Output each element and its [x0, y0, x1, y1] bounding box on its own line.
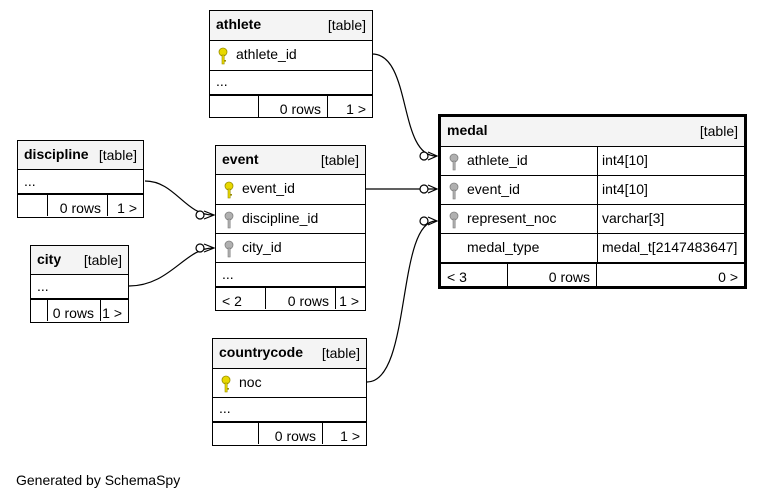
table-name: athlete — [216, 16, 262, 32]
edge-athlete-medal-crowsfoot — [427, 151, 439, 161]
table-kind: [table] — [98, 147, 137, 163]
column-name: noc — [239, 374, 262, 390]
column-type: int4[10] — [602, 181, 648, 197]
table-footer: < 2 0 rows 1 > — [216, 287, 365, 309]
countrycode-table[interactable]: countrycode [table] noc ... 0 rows 1 > — [212, 338, 367, 446]
foreign-key-icon — [449, 153, 459, 171]
table-footer: 0 rows 1 > — [31, 299, 128, 321]
column-name: athlete_id — [467, 152, 528, 168]
table-kind: [table] — [83, 252, 122, 268]
table-header: event [table] — [216, 146, 365, 175]
children-count: 0 > — [718, 269, 738, 285]
edge-discipline-event — [144, 180, 214, 216]
table-name: countrycode — [219, 344, 304, 360]
children-count: 1 > — [117, 200, 137, 216]
more-columns-row: ... — [31, 275, 128, 299]
column-name: event_id — [467, 181, 520, 197]
column-name: event_id — [242, 180, 295, 196]
row-count: 0 rows — [274, 428, 316, 444]
table-header: athlete [table] — [210, 11, 372, 41]
column-row-event-id[interactable]: event_id int4[10] — [441, 176, 744, 205]
edge-countrycode-medal — [366, 220, 437, 383]
table-kind: [table] — [321, 345, 360, 361]
table-kind: [table] — [320, 152, 359, 168]
edge-city-event-crowsfoot — [203, 243, 216, 253]
city-table[interactable]: city [table] ... 0 rows 1 > — [30, 245, 129, 323]
column-type: int4[10] — [602, 152, 648, 168]
edge-discipline-event-crowsfoot — [203, 210, 216, 220]
more-columns-row: ... — [213, 398, 366, 422]
table-footer: 0 rows 1 > — [213, 422, 366, 444]
athlete-table[interactable]: athlete [table] athlete_id ... 0 rows 1 … — [209, 10, 373, 118]
row-count: 0 rows — [548, 269, 590, 285]
parents-count: < 3 — [447, 269, 467, 285]
edge-countrycode-medal-optional — [419, 216, 429, 226]
table-header: countrycode [table] — [213, 339, 366, 369]
row-count: 0 rows — [279, 101, 321, 117]
parents-count: < 2 — [222, 293, 242, 309]
column-row-athlete-id[interactable]: athlete_id int4[10] — [441, 147, 744, 176]
column-type: medal_t[2147483647] — [602, 239, 738, 255]
discipline-table[interactable]: discipline [table] ... 0 rows 1 > — [17, 140, 144, 218]
more-columns-row: ... — [216, 263, 365, 287]
table-kind: [table] — [699, 123, 738, 139]
children-count: 1 > — [340, 428, 360, 444]
edge-athlete-medal-optional — [419, 151, 429, 161]
column-row-medal-type[interactable]: medal_type medal_t[2147483647] — [441, 234, 744, 263]
column-name: medal_type — [467, 239, 540, 255]
edge-city-event — [128, 247, 214, 287]
table-kind: [table] — [327, 17, 366, 33]
row-count: 0 rows — [287, 293, 329, 309]
primary-key-icon — [218, 47, 228, 65]
column-row-event-id[interactable]: event_id — [216, 175, 365, 205]
table-footer: 0 rows 1 > — [210, 95, 372, 117]
children-count: 1 > — [346, 101, 366, 117]
edge-athlete-medal — [371, 53, 437, 157]
table-footer: < 3 0 rows 0 > — [441, 263, 744, 286]
edge-countrycode-medal-crowsfoot — [427, 216, 439, 226]
table-header: discipline [table] — [18, 141, 143, 170]
column-row-represent-noc[interactable]: represent_noc varchar[3] — [441, 205, 744, 234]
column-name: city_id — [242, 239, 282, 255]
foreign-key-icon — [449, 211, 459, 229]
table-name: medal — [447, 122, 488, 138]
table-header: medal [table] — [441, 117, 744, 147]
row-count: 0 rows — [59, 200, 101, 216]
foreign-key-icon — [224, 240, 234, 258]
column-name: discipline_id — [242, 210, 319, 226]
table-header: city [table] — [31, 246, 128, 275]
generator-credit: Generated by SchemaSpy — [16, 472, 181, 488]
edge-discipline-event-optional — [195, 210, 205, 220]
edge-event-medal-crowsfoot — [427, 184, 439, 194]
column-row-city-id[interactable]: city_id — [216, 234, 365, 263]
column-row-noc[interactable]: noc — [213, 369, 366, 398]
event-table[interactable]: event [table] event_id discipline_id cit… — [215, 145, 366, 311]
column-type: varchar[3] — [602, 210, 665, 226]
table-footer: 0 rows 1 > — [18, 194, 143, 216]
medal-table[interactable]: medal [table] athlete_id int4[10] event_… — [438, 114, 747, 289]
edge-city-event-optional — [195, 243, 205, 253]
column-row-athlete-id[interactable]: athlete_id — [210, 41, 372, 71]
column-name: represent_noc — [467, 210, 557, 226]
foreign-key-icon — [449, 182, 459, 200]
column-row-discipline-id[interactable]: discipline_id — [216, 205, 365, 234]
edge-event-medal-optional — [419, 184, 429, 194]
table-name: discipline — [24, 146, 89, 162]
children-count: 1 > — [102, 305, 122, 321]
children-count: 1 > — [339, 293, 359, 309]
more-columns-row: ... — [210, 71, 372, 95]
table-name: city — [37, 251, 62, 267]
row-count: 0 rows — [52, 305, 94, 321]
table-name: event — [222, 151, 259, 167]
primary-key-icon — [221, 375, 231, 393]
foreign-key-icon — [224, 211, 234, 229]
column-name: athlete_id — [236, 46, 297, 62]
primary-key-icon — [224, 181, 234, 199]
more-columns-row: ... — [18, 170, 143, 194]
